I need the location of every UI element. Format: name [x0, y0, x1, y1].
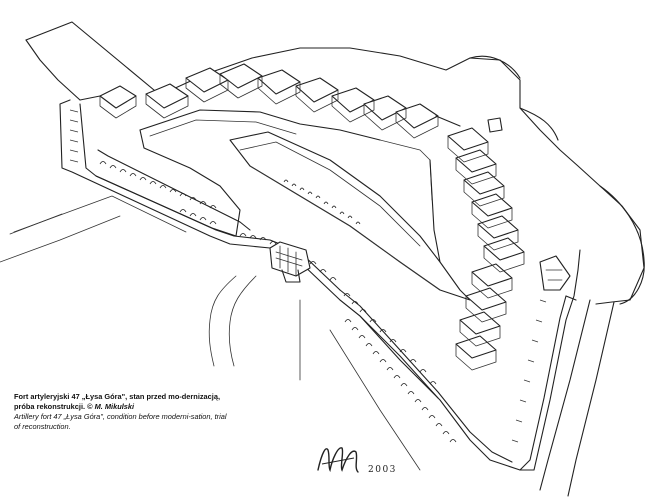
glacis-hatching	[69, 109, 547, 443]
inner-rampart-left	[139, 109, 441, 263]
drawing-year: 2003	[368, 465, 397, 475]
gatehouse	[269, 241, 311, 283]
caption-author: M. Mikulski	[94, 402, 135, 411]
figure-caption: Fort artyleryjski 47 „Łysa Góra", stan p…	[14, 392, 234, 432]
barracks-row-top	[79, 63, 461, 139]
corner-bastion	[487, 117, 571, 291]
monogram-signature-icon	[314, 440, 362, 480]
outer-glacis	[0, 21, 645, 497]
central-traverse	[229, 131, 471, 301]
front-casemates	[99, 161, 457, 443]
caption-english: Artillery fort 47 „Łysa Góra", condition…	[14, 412, 227, 431]
caption-polish: Fort artyleryjski 47 „Łysa Góra", stan p…	[14, 392, 220, 411]
main-rampart	[59, 99, 581, 471]
caption-polish-title: Fort artyleryjski 47 „Łysa Góra", stan p…	[14, 392, 220, 411]
barracks-column-right	[447, 127, 525, 371]
